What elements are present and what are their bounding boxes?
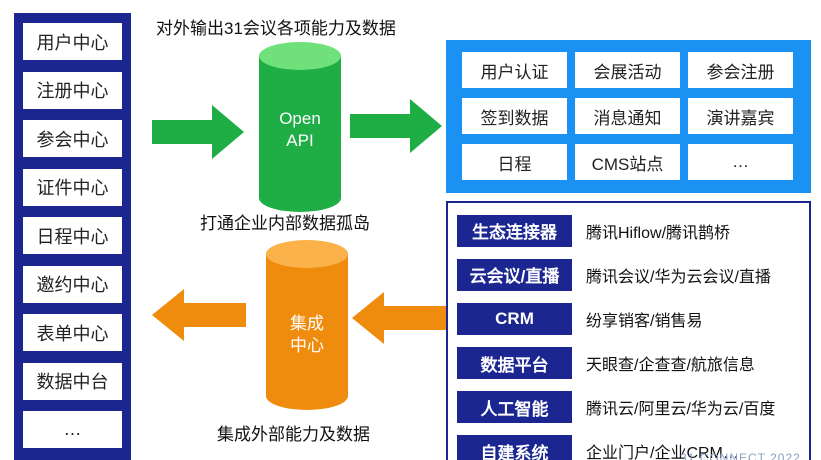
integration-desc: 腾讯Hiflow/腾讯鹊桥 (586, 224, 731, 242)
integration-row: 云会议/直播 腾讯会议/华为云会议/直播 (457, 256, 809, 293)
open-api-caption: 打通企业内部数据孤岛 (200, 214, 370, 233)
left-item-registration-center: 注册中心 (23, 71, 122, 109)
integration-row: 自建系统 企业门户/企业CRM… (457, 433, 809, 460)
integrations-panel: 生态连接器 腾讯Hiflow/腾讯鹊桥 云会议/直播 腾讯会议/华为云会议/直播… (446, 201, 811, 460)
integration-desc: 天眼查/企查查/航旅信息 (586, 357, 755, 375)
top-title: 对外输出31会议各项能力及数据 (156, 19, 396, 38)
arrow-right-icon (350, 99, 442, 153)
capability-speakers: 演讲嘉宾 (688, 98, 793, 134)
capability-more: … (688, 144, 793, 180)
capability-events: 会展活动 (575, 52, 680, 88)
integration-center-label: 集成 中心 (290, 314, 324, 355)
integration-tag: 人工智能 (457, 391, 572, 424)
integration-desc: 纷享销客/销售易 (586, 312, 703, 330)
left-item-more: … (23, 411, 122, 448)
integration-caption: 集成外部能力及数据 (217, 425, 370, 444)
capability-registration: 参会注册 (688, 52, 793, 88)
left-item-invitation-center: 邀约中心 (23, 265, 122, 303)
integration-row: CRM 纷享销客/销售易 (457, 300, 809, 337)
capability-user-auth: 用户认证 (462, 52, 567, 88)
left-item-schedule-center: 日程中心 (23, 217, 122, 254)
integration-desc: 腾讯会议/华为云会议/直播 (586, 268, 771, 286)
left-item-form-center: 表单中心 (23, 314, 122, 351)
integration-tag: 生态连接器 (457, 214, 572, 247)
capability-cms-site: CMS站点 (575, 144, 680, 180)
arrow-left-icon (152, 289, 246, 341)
capability-notifications: 消息通知 (575, 98, 680, 134)
capability-panel: 用户认证 会展活动 参会注册 签到数据 消息通知 演讲嘉宾 日程 CMS站点 … (446, 40, 811, 193)
integration-row: 数据平台 天眼查/企查查/航旅信息 (457, 345, 809, 382)
left-module-column: 用户中心 注册中心 参会中心 证件中心 日程中心 邀约中心 表单中心 数据中台 … (14, 13, 131, 460)
integration-tag: 云会议/直播 (457, 258, 572, 291)
watermark: 31 CONNECT 2022 (680, 451, 801, 460)
integration-tag: CRM (457, 302, 572, 335)
integration-desc: 企业门户/企业CRM… (586, 445, 739, 460)
integration-row: 人工智能 腾讯云/阿里云/华为云/百度 (457, 389, 809, 426)
integration-tag: 自建系统 (457, 435, 572, 460)
integration-center-cylinder: 集成 中心 (266, 240, 348, 410)
capability-schedule: 日程 (462, 144, 567, 180)
capability-checkin-data: 签到数据 (462, 98, 567, 134)
integration-desc: 腾讯云/阿里云/华为云/百度 (586, 401, 776, 419)
arrow-right-icon (152, 105, 244, 159)
left-item-user-center: 用户中心 (23, 23, 122, 60)
left-item-badge-center: 证件中心 (23, 168, 122, 206)
integration-tag: 数据平台 (457, 347, 572, 380)
left-item-attendance-center: 参会中心 (23, 120, 122, 157)
arrow-left-icon (352, 292, 446, 344)
open-api-cylinder: Open API (259, 42, 341, 212)
integration-row: 生态连接器 腾讯Hiflow/腾讯鹊桥 (457, 212, 809, 249)
left-item-data-hub: 数据中台 (23, 362, 122, 400)
open-api-label: Open API (279, 109, 321, 150)
